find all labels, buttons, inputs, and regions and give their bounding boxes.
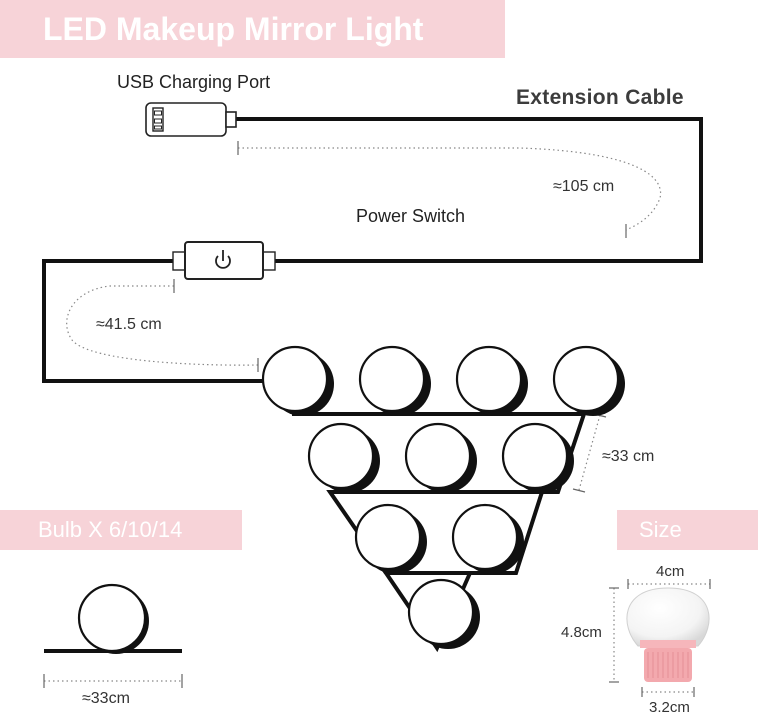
bulb <box>404 422 477 493</box>
bulb <box>307 422 380 493</box>
power-switch-icon <box>172 241 276 280</box>
bulb <box>552 345 625 416</box>
bulb <box>455 345 528 416</box>
bulb <box>261 345 334 416</box>
bulb-spacing-arc <box>578 414 601 491</box>
switch-length-arc <box>66 285 259 366</box>
bulb-count-banner: Bulb X 6/10/14 <box>0 510 242 550</box>
bulb <box>501 422 574 493</box>
size-banner: Size <box>617 510 758 550</box>
single-bulb-detail <box>43 583 183 688</box>
bulb-height-label: 4.8cm <box>561 624 602 641</box>
bulb-segment-label: ≈33cm <box>82 690 130 707</box>
bulb-count-label: Bulb X 6/10/14 <box>38 517 183 542</box>
usb-plug-icon <box>145 102 237 137</box>
extension-cable-label: Extension Cable <box>516 86 684 109</box>
extension-length-label: ≈105 cm <box>553 178 615 195</box>
bulb <box>451 503 524 574</box>
page-title: LED Makeup Mirror Light <box>43 10 424 47</box>
bulbs <box>261 345 625 649</box>
power-switch-label: Power Switch <box>356 206 466 226</box>
size-label: Size <box>639 517 682 542</box>
switch-length-label: ≈41.5 cm <box>96 316 162 333</box>
extension-cable <box>236 117 703 263</box>
bulb <box>354 503 427 574</box>
bulb-spacing-label: ≈33 cm <box>602 448 655 465</box>
bulb-base-width-label: 3.2cm <box>649 699 690 716</box>
bulb-width-label: 4cm <box>656 563 685 580</box>
bulb-cable <box>42 259 264 383</box>
bulb <box>407 578 480 649</box>
usb-port-label: USB Charging Port <box>117 72 271 92</box>
bulb-size-illustration <box>609 579 711 697</box>
bulb <box>358 345 431 416</box>
title-banner: LED Makeup Mirror Light <box>0 0 505 58</box>
